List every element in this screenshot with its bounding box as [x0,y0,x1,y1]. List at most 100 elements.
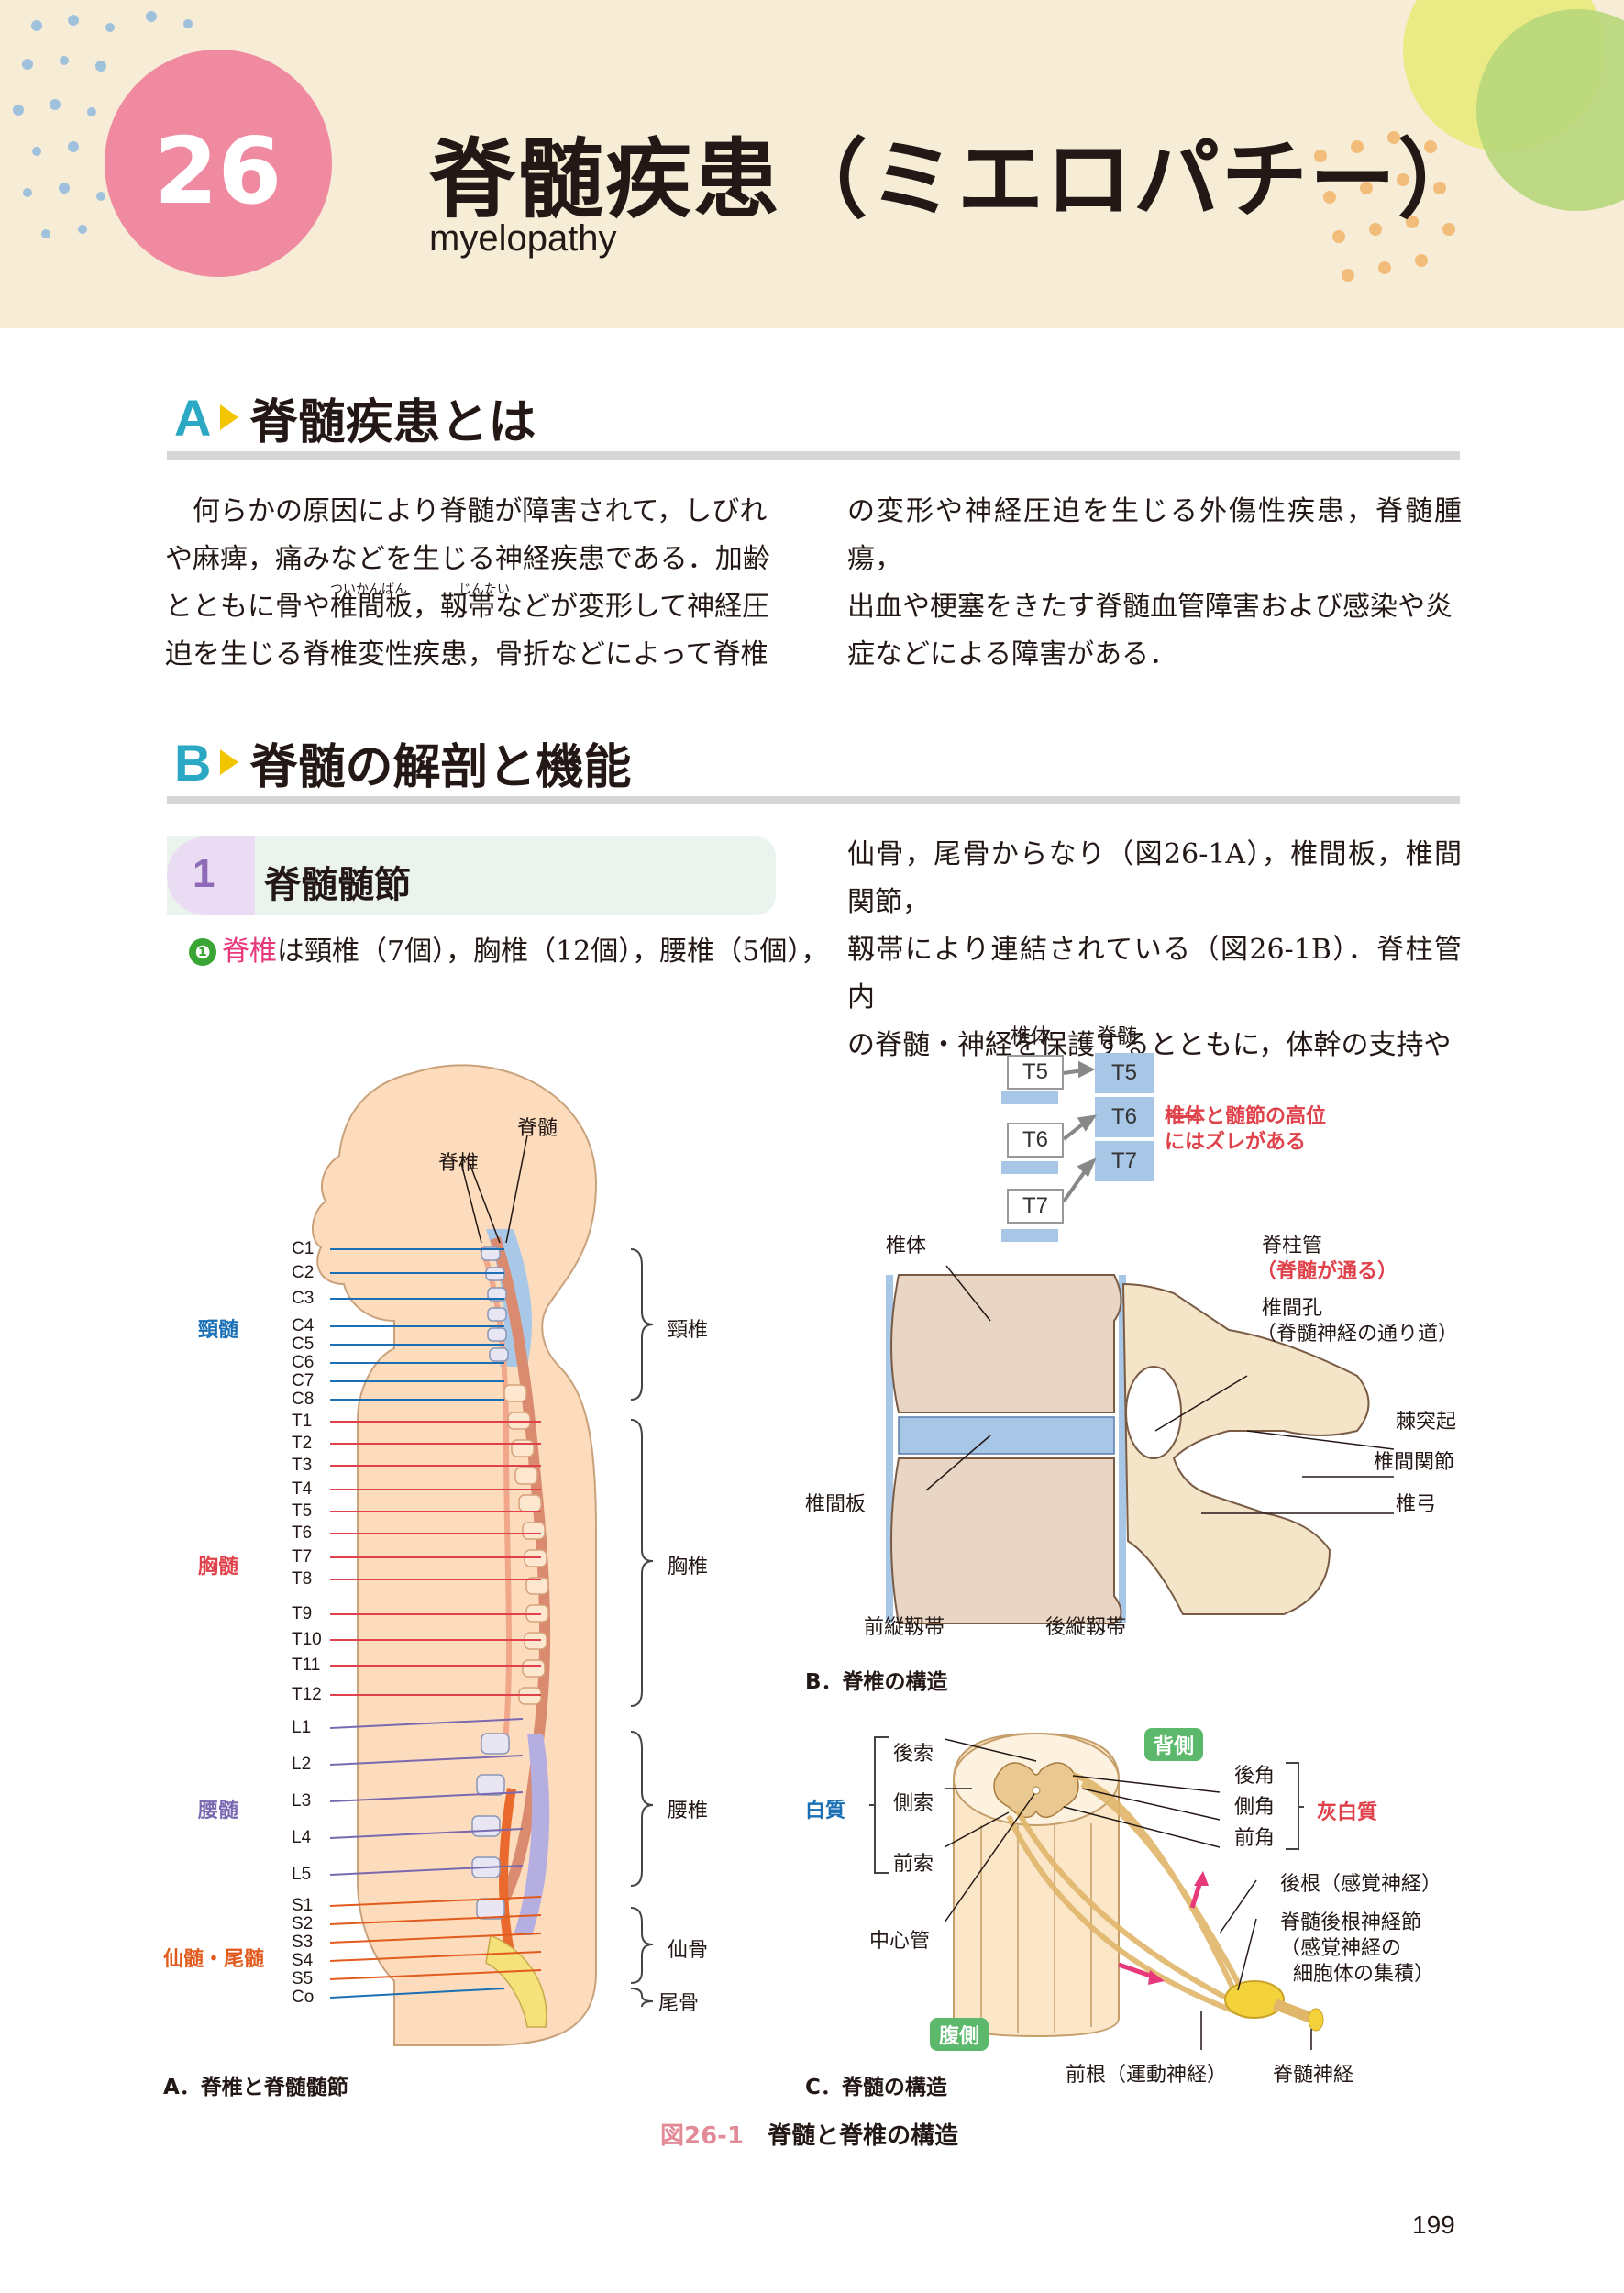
vertebra-thoracic: 胸椎 [668,1556,709,1579]
nerve-line-l3 [330,1791,524,1802]
vertebra-sacrum: 仙骨 [668,1939,709,1962]
label-lateral-horn: 側角 [1234,1796,1276,1819]
segment-label-co: Co [292,1988,315,2007]
nerve-line-s4 [330,1951,542,1962]
text-line: 靱帯により連結されている（図26-1B）．脊柱管内 [847,934,1462,1014]
white-matter-bracket [869,1736,889,1874]
region-braces [630,1248,654,2008]
nerve-line-s1 [330,1896,542,1907]
segment-lines [330,1248,542,1999]
label-drg-note-1: （感覚神経の [1280,1937,1402,1960]
vertebral-body-t7: T7 [1007,1189,1064,1224]
nerve-line-l2 [330,1755,524,1766]
segment-label-l4: L4 [292,1828,312,1847]
segment-label-l2: L2 [292,1755,312,1774]
segment-label-t3: T3 [292,1456,313,1475]
segment-label-t10: T10 [292,1630,322,1649]
nerve-line-l4 [330,1828,524,1839]
label-drg: 脊髄後根神経節 [1280,1911,1422,1934]
segment-label-c3: C3 [292,1289,315,1308]
chapter-number: 26 [154,117,282,225]
text-line: とともに骨や椎間板，靱帯などが変形して神経圧 [165,591,770,623]
segment-label-t9: T9 [292,1604,313,1623]
segment-label-c4: C4 [292,1316,315,1335]
furigana: ついかんばん [330,582,407,597]
label-anterior-ligament: 前縦靱帯 [864,1616,945,1639]
chapter-title: 脊髄疾患（ミエロパチー） [429,130,1486,230]
furigana: じんたい [458,582,510,597]
region-sacral-cord: 仙髄・尾髄 [163,1948,265,1971]
segment-label-t4: T4 [292,1479,313,1499]
figure-number: 図26-1 [660,2122,745,2150]
label-central-canal: 中心管 [869,1930,931,1953]
segment-label-l1: L1 [292,1718,312,1737]
segment-label-s2: S2 [292,1914,314,1933]
label-foramen: 椎間孔 [1262,1297,1323,1320]
section-b-letter: B [174,733,212,792]
subsection-title: 脊髄髄節 [264,864,411,906]
label-posterior-funiculus: 後索 [893,1743,934,1766]
cord-segment-t6: T6 [1095,1097,1154,1137]
segment-label-s5: S5 [292,1969,314,1988]
subsection-box [167,836,776,915]
segment-label-c5: C5 [292,1335,315,1354]
cord-segment-t5: T5 [1095,1053,1154,1093]
vertebral-body-t5: T5 [1007,1055,1064,1090]
text-line: 症などによる障害がある． [847,638,1177,670]
nerve-line-l1 [330,1718,524,1729]
label-facet-joint: 椎間関節 [1374,1451,1455,1474]
arrow-left-icon [1170,1115,1196,1118]
label-posterior-horn: 後角 [1234,1765,1276,1788]
section-a-column-1: 何らかの原因により脊髄が障害されて，しびれ や麻痺，痛みなどを生じる神経疾患であ… [165,488,779,679]
segment-label-s1: S1 [292,1896,314,1915]
section-a-letter: A [174,388,212,447]
vertebral-body-t6: T6 [1007,1123,1064,1158]
figure-b-caption: B．脊椎の構造 [805,1670,948,1694]
tag-dorsal: 背側 [1144,1728,1204,1761]
segment-label-t1: T1 [292,1412,313,1431]
level-offset-note: 椎体と髄節の高位 にはズレがある [1165,1105,1327,1154]
segment-label-c2: C2 [292,1263,315,1282]
label-lamina: 椎弓 [1396,1493,1437,1516]
section-b-column-2: 仙骨，尾骨からなり（図26-1A），椎間板，椎間関節， 靱帯により連結されている… [847,831,1462,1069]
label-spinous-process: 棘突起 [1396,1411,1457,1434]
label-anterior-horn: 前角 [1234,1827,1276,1850]
text-line: の変形や神経圧迫を生じる外傷性疾患，脊髄腫瘍， [847,495,1462,575]
label-ventral-root: 前根（運動神経） [1066,2064,1228,2087]
segment-label-t2: T2 [292,1434,313,1453]
subsection-number: 1 [193,851,215,896]
vertebra-lumbar: 腰椎 [668,1800,709,1822]
figure-c-caption: C．脊髄の構造 [805,2076,947,2099]
page-number: 199 [1412,2210,1455,2239]
label-canal-note: （脊髄が通る） [1256,1260,1398,1283]
segment-label-t7: T7 [292,1547,313,1567]
section-b-rule [167,796,1460,804]
nerve-line-s5 [330,1969,542,1980]
chapter-header: 26 脊髄疾患（ミエロパチー） myelopathy [0,0,1624,328]
gray-matter-bracket [1286,1762,1304,1850]
region-thoracic-cord: 胸髄 [198,1556,239,1579]
label-lateral-funiculus: 側索 [893,1792,934,1815]
section-a-column-2: の変形や神経圧迫を生じる外傷性疾患，脊髄腫瘍， 出血や梗塞をきたす脊髄血管障害お… [847,488,1462,679]
nerve-line-s2 [330,1914,542,1925]
nerve-line-co [330,1988,505,1999]
vertebral-column-diagram [1001,1060,1098,1242]
segment-label-t11: T11 [292,1656,321,1675]
nerve-line-s3 [330,1933,542,1944]
text-line: や麻痺，痛みなどを生じる神経疾患である．加齢 [165,543,770,575]
tag-ventral: 腹側 [930,2018,989,2051]
section-a-rule [167,451,1460,460]
text-line: 出血や梗塞をきたす脊髄血管障害および感染や炎 [847,591,1453,623]
text-line: の脊髄・神経を保護するとともに，体幹の支持や [847,1029,1452,1061]
keyword: 脊椎 [222,936,277,968]
label-vertebral-body: 椎体 [886,1235,927,1257]
numbered-circle-icon: ❶ [189,938,216,966]
section-a-heading: A 脊髄疾患とは [174,385,536,450]
header-vertebral-body: 椎体 [1011,1025,1052,1048]
segment-label-c1: C1 [292,1239,315,1258]
label-vertebra: 脊椎 [438,1152,480,1175]
segment-label-t12: T12 [292,1685,322,1704]
segment-label-l3: L3 [292,1791,312,1811]
